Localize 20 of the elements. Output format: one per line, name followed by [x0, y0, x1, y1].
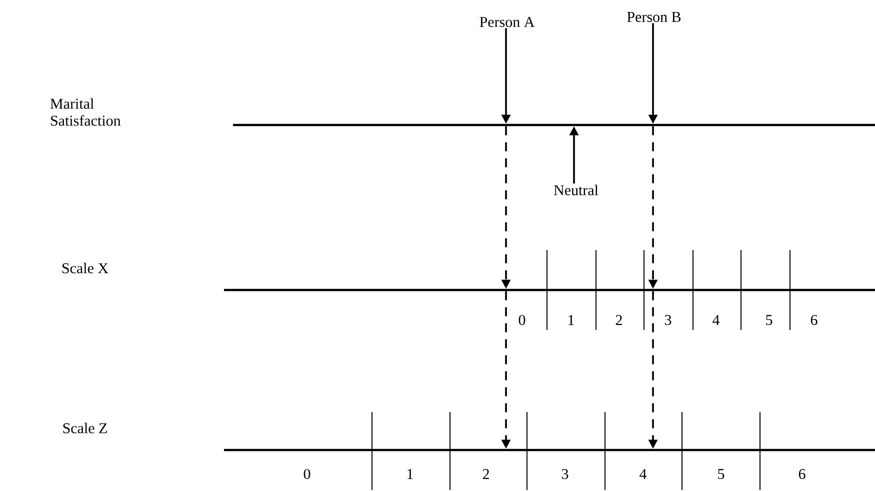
scale-number: 0	[304, 468, 310, 480]
arrow-label: Neutral	[554, 184, 598, 196]
scale-number: 1	[408, 469, 413, 479]
scale-number: 6	[798, 468, 806, 480]
row-label: Scale X	[62, 262, 108, 274]
row-label: Scale Z	[63, 422, 107, 434]
scale-number: 2	[482, 469, 489, 479]
scale-number: 2	[616, 315, 622, 325]
scale-number: 4	[712, 315, 720, 325]
scale-number: 3	[664, 314, 672, 326]
scale-number: 4	[640, 469, 647, 479]
scale-number: 5	[718, 469, 724, 479]
scale-number: 3	[562, 468, 568, 480]
arrow-label: Person A	[480, 16, 535, 28]
arrow-label: Person B	[627, 12, 681, 22]
row-label: Marital Satisfaction	[50, 98, 121, 126]
scale-number: 0	[518, 314, 526, 326]
scale-number: 6	[810, 314, 818, 326]
scale-number: 5	[766, 315, 772, 325]
scale-number: 1	[568, 315, 574, 325]
